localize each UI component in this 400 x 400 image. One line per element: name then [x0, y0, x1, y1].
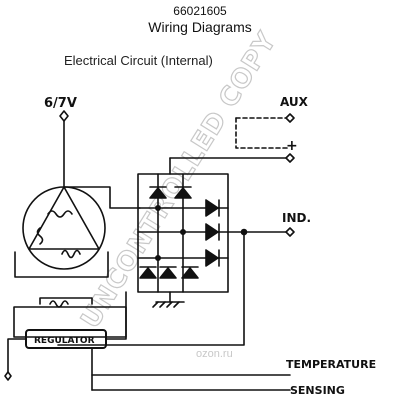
watermark-source: ozon.ru [196, 348, 233, 360]
label-ind: IND. [282, 211, 311, 225]
terminal-6-7v [59, 110, 69, 188]
terminal-ind [57, 227, 295, 346]
label-temperature: TEMPERATURE [286, 358, 376, 371]
field-winding-frame [14, 186, 141, 278]
page-title: Wiring Diagrams [148, 19, 252, 35]
negative-terminal [4, 371, 12, 381]
label-sensing: SENSING [290, 384, 345, 397]
stator-winding [22, 186, 106, 270]
part-number: 66021605 [173, 4, 227, 18]
regulator-block [7, 291, 291, 391]
diagram-subtitle: Electrical Circuit (Internal) [64, 53, 213, 68]
label-plus: + [286, 138, 298, 154]
terminal-aux [235, 113, 295, 163]
watermark-text: UNCONTROLLED COPY [75, 27, 282, 334]
ground-symbol [152, 291, 185, 308]
label-aux: AUX [280, 95, 309, 109]
label-6-7v: 6/7V [44, 96, 77, 111]
diode-bridge [137, 157, 291, 293]
label-regulator: REGULATOR [34, 336, 95, 346]
